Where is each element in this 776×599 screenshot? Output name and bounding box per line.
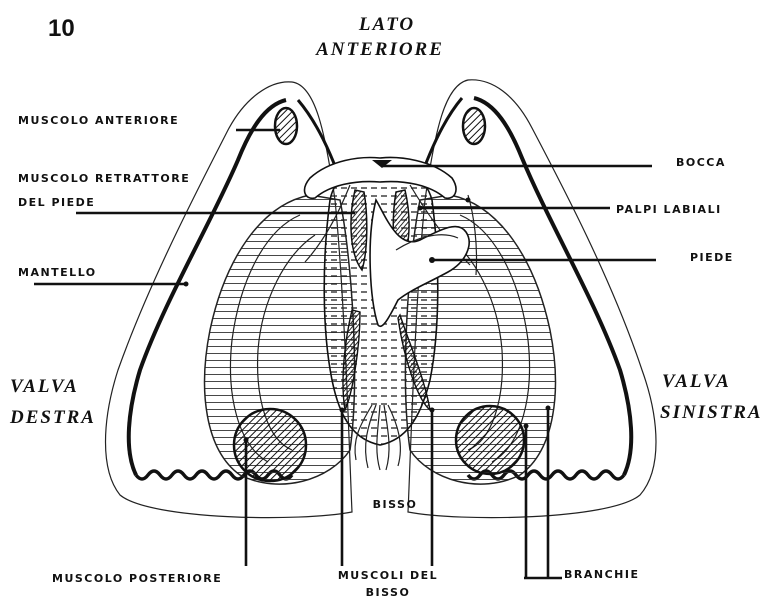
valva-sinistra-line1: VALVA xyxy=(662,371,731,392)
label-muscoli-bisso-2: BISSO xyxy=(366,586,411,599)
label-mantello: MANTELLO xyxy=(18,266,97,279)
label-bisso: BISSO xyxy=(373,498,418,511)
label-piede: PIEDE xyxy=(690,251,734,264)
label-muscolo-retrattore-1: MUSCOLO RETRATTORE xyxy=(18,172,190,185)
lato-anteriore-line1: LATO xyxy=(358,14,415,35)
label-muscolo-posteriore: MUSCOLO POSTERIORE xyxy=(52,572,222,585)
label-muscolo-anteriore: MUSCOLO ANTERIORE xyxy=(18,114,179,127)
label-branchie: BRANCHIE xyxy=(564,568,639,581)
valva-destra-line1: VALVA xyxy=(10,376,79,397)
figure-number: 10 xyxy=(48,15,75,42)
lato-anteriore-line2: ANTERIORE xyxy=(315,39,444,60)
label-bocca: BOCCA xyxy=(676,156,726,169)
muscolo-anteriore-right xyxy=(275,108,297,144)
label-muscolo-retrattore-2: DEL PIEDE xyxy=(18,196,95,209)
muscolo-anteriore-left xyxy=(463,108,485,144)
label-muscoli-bisso-1: MUSCOLI DEL xyxy=(338,569,438,582)
muscolo-posteriore-left xyxy=(456,406,524,474)
valva-sinistra-line2: SINISTRA xyxy=(660,402,763,423)
valva-destra-line2: DESTRA xyxy=(9,407,96,428)
label-palpi-labiali: PALPI LABIALI xyxy=(616,203,722,216)
